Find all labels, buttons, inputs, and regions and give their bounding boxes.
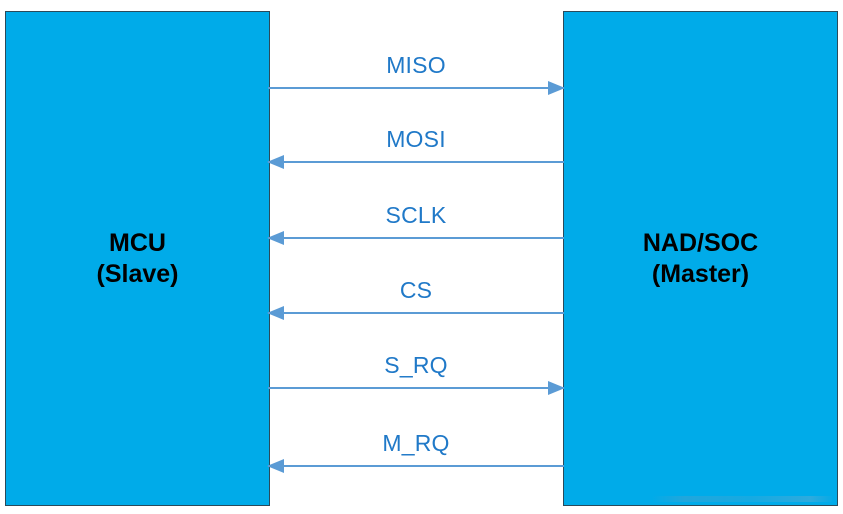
signal-miso-line [268, 87, 564, 89]
arrow-left-icon [267, 306, 284, 320]
signal-mosi-label: MOSI [386, 126, 446, 152]
signal-cs-line [268, 312, 564, 314]
signal-mosi-line [268, 161, 564, 163]
node-mcu-title: MCU [109, 229, 166, 257]
arrow-left-icon [267, 231, 284, 245]
signal-sclk-label: SCLK [385, 202, 447, 228]
signal-cs-label: CS [399, 277, 433, 303]
node-nad-soc-role: (Master) [651, 259, 750, 288]
signal-m-rq-label: M_RQ [382, 430, 450, 456]
arrow-right-icon [548, 81, 565, 95]
signal-m-rq-line [268, 465, 564, 467]
node-mcu-role: (Slave) [96, 259, 179, 288]
signal-sclk-line [268, 237, 564, 239]
arrow-right-icon [548, 381, 565, 395]
node-nad-soc[interactable]: NAD/SOC (Master) [563, 11, 838, 506]
signal-miso-label: MISO [386, 52, 446, 78]
signal-s-rq-line [268, 387, 564, 389]
node-mcu[interactable]: MCU (Slave) [5, 11, 270, 506]
node-nad-soc-title: NAD/SOC [642, 229, 759, 257]
signal-s-rq-label: S_RQ [384, 352, 448, 378]
arrow-left-icon [267, 155, 284, 169]
arrow-left-icon [267, 459, 284, 473]
